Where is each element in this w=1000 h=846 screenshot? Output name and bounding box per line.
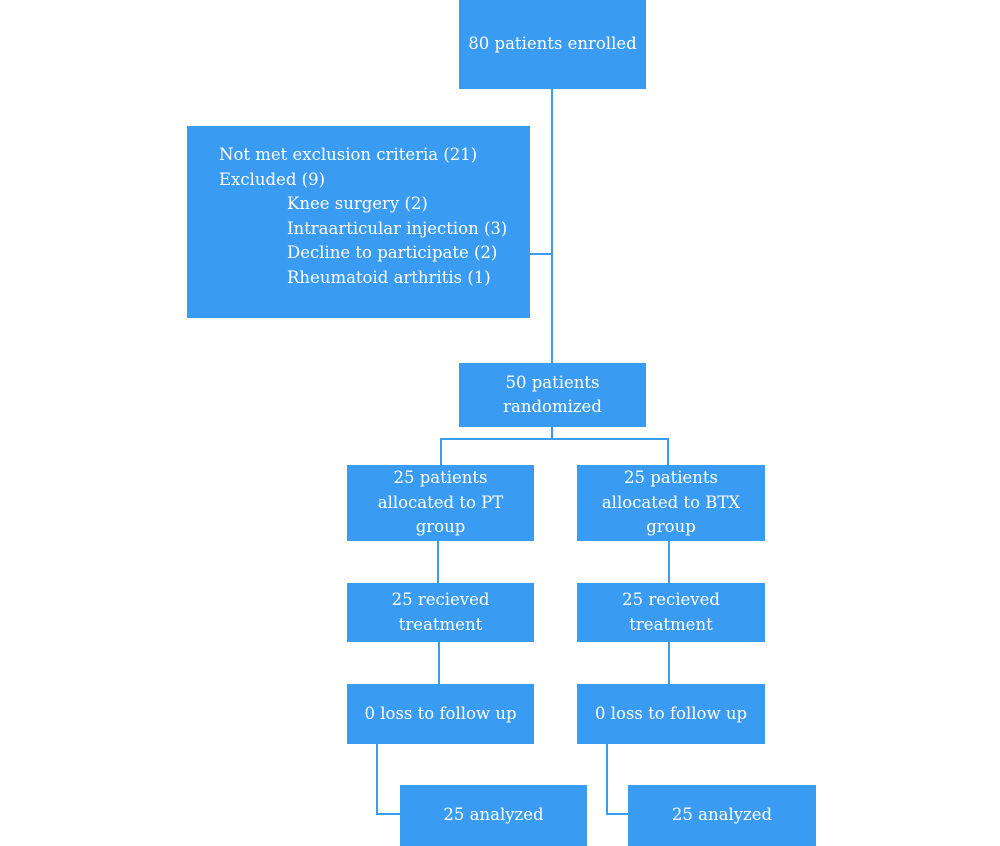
btx-allocated-line: group xyxy=(646,517,696,537)
enrolled-box: 80 patients enrolled xyxy=(459,0,646,89)
exclusion-box: Not met exclusion criteria (21) Excluded… xyxy=(187,126,530,318)
pt-received-line: treatment xyxy=(398,614,483,634)
connector-btx-loss xyxy=(668,642,670,685)
connector-btx-allocated xyxy=(667,438,669,466)
connector-btx-analyzed-horizontal xyxy=(606,813,629,815)
pt-loss-box: 0 loss to follow up xyxy=(347,684,534,744)
pt-analyzed-box: 25 analyzed xyxy=(400,785,587,846)
exclusion-reason: Decline to participate (2) xyxy=(287,243,498,262)
randomized-box: 50 patients randomized xyxy=(459,363,646,427)
connector-randomized-down xyxy=(551,426,553,439)
exclusion-reason: Rheumatoid arthritis (1) xyxy=(287,267,491,287)
exclusion-reason: Knee surgery (2) xyxy=(287,194,428,213)
connector-pt-allocated xyxy=(440,438,442,466)
randomized-line: 50 patients xyxy=(505,372,600,392)
connector-exclusion-branch xyxy=(530,253,552,255)
btx-loss-label: 0 loss to follow up xyxy=(594,703,748,723)
btx-analyzed-box: 25 analyzed xyxy=(628,785,816,846)
connector-enrolled-randomized xyxy=(551,89,553,364)
enrolled-label: 80 patients enrolled xyxy=(468,34,637,54)
connector-btx-received xyxy=(668,541,670,584)
btx-loss-box: 0 loss to follow up xyxy=(577,684,765,744)
btx-allocated-line: 25 patients xyxy=(623,468,719,488)
not-met-criteria-label: Not met exclusion criteria (21) xyxy=(219,145,478,164)
connector-btx-analyzed-vertical xyxy=(606,743,608,815)
pt-loss-label: 0 loss to follow up xyxy=(364,703,517,723)
btx-received-line: treatment xyxy=(629,614,713,634)
pt-allocated-line: group xyxy=(415,517,466,537)
connector-pt-analyzed-vertical xyxy=(376,743,378,815)
btx-received-box: 25 recieved treatment xyxy=(577,583,765,642)
connector-pt-received xyxy=(437,541,439,584)
pt-analyzed-label: 25 analyzed xyxy=(443,805,544,825)
pt-allocated-line: allocated to PT xyxy=(377,492,504,512)
btx-allocated-line: allocated to BTX xyxy=(601,492,741,512)
pt-received-box: 25 recieved treatment xyxy=(347,583,534,642)
btx-analyzed-label: 25 analyzed xyxy=(671,805,773,825)
connector-pt-analyzed-horizontal xyxy=(376,813,401,815)
pt-received-line: 25 recieved xyxy=(391,590,490,609)
exclusion-reason: Intraarticular injection (3) xyxy=(287,218,508,238)
randomized-line: randomized xyxy=(503,397,602,416)
pt-allocated-line: 25 patients xyxy=(393,468,488,488)
connector-pt-loss xyxy=(438,642,440,685)
connector-split-horizontal xyxy=(440,438,669,440)
btx-received-line: 25 recieved xyxy=(622,590,720,609)
btx-allocated-box: 25 patients allocated to BTX group xyxy=(577,465,765,541)
excluded-label: Excluded (9) xyxy=(219,169,326,189)
pt-allocated-box: 25 patients allocated to PT group xyxy=(347,465,534,541)
